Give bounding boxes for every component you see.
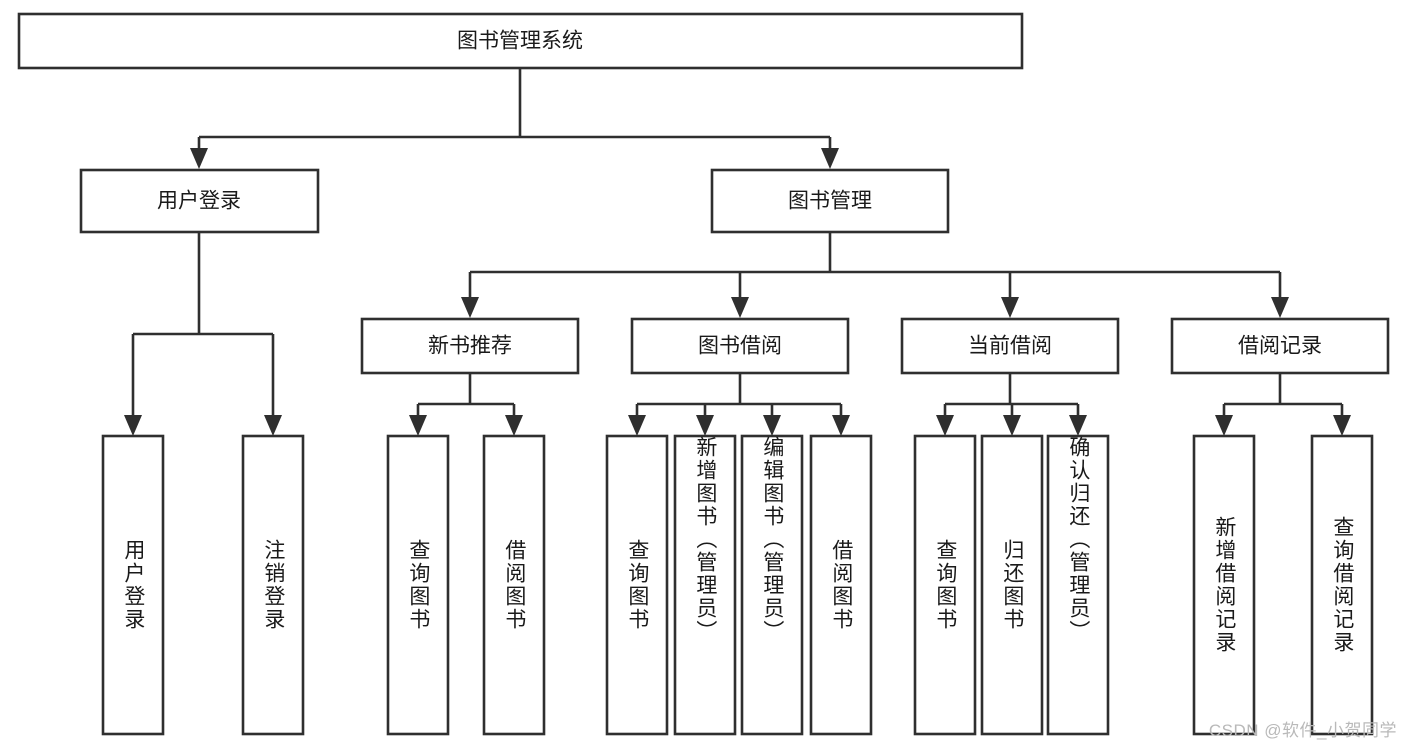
leaf-box-cb-return-book[interactable] <box>980 434 1044 736</box>
arrow-to-leaf-cb-2 <box>1003 415 1021 436</box>
connector-root-to-level2 <box>190 68 839 169</box>
arrow-to-borrow-record <box>1271 297 1289 318</box>
arrow-to-leaf-br-2 <box>1333 415 1351 436</box>
arrow-to-current-borrow <box>1001 297 1019 318</box>
book-borrow-label: 图书借阅 <box>698 335 782 358</box>
connector-book-borrow-to-leaves <box>628 373 850 436</box>
arrow-to-new-book <box>461 297 479 318</box>
leaf-box-bb-edit-book[interactable] <box>740 434 804 736</box>
leaf-box-bb-add-book[interactable] <box>673 434 737 736</box>
arrow-to-book-manage <box>821 148 839 169</box>
root-label: 图书管理系统 <box>457 30 583 53</box>
leaf-box-br-add-record[interactable] <box>1192 434 1256 736</box>
arrow-to-leaf-nb-1 <box>409 415 427 436</box>
arrow-to-leaf-logout <box>264 415 282 436</box>
arrow-to-leaf-br-1 <box>1215 415 1233 436</box>
borrow-record-label: 借阅记录 <box>1238 335 1322 358</box>
new-book-recommend-box[interactable] <box>360 317 580 375</box>
connector-borrow-record-to-leaves <box>1215 373 1351 436</box>
arrow-to-book-borrow <box>731 297 749 318</box>
arrow-to-leaf-cb-3 <box>1069 415 1087 436</box>
leaf-box-nb-borrow-book[interactable] <box>482 434 546 736</box>
arrow-to-leaf-bb-4 <box>832 415 850 436</box>
node-book-manage[interactable]: 图书管理 <box>710 168 950 234</box>
connector-book-manage-to-level3 <box>461 232 1289 318</box>
arrow-to-leaf-bb-3 <box>763 415 781 436</box>
connector-user-login-to-leaves <box>124 232 282 436</box>
leaf-box-cb-query-book[interactable] <box>913 434 977 736</box>
arrow-to-leaf-user-login <box>124 415 142 436</box>
user-login-box[interactable] <box>79 168 320 234</box>
arrow-to-leaf-bb-1 <box>628 415 646 436</box>
arrow-to-leaf-nb-2 <box>505 415 523 436</box>
node-user-login[interactable]: 用户登录 <box>79 168 320 234</box>
current-borrow-box[interactable] <box>900 317 1120 375</box>
node-current-borrow[interactable]: 当前借阅 <box>900 317 1120 375</box>
leaf-box-logout[interactable] <box>241 434 305 736</box>
arrow-to-user-login <box>190 148 208 169</box>
leaf-box-nb-query-book[interactable] <box>386 434 450 736</box>
leaf-box-user-login[interactable] <box>101 434 165 736</box>
root-box[interactable] <box>17 12 1024 70</box>
book-manage-label: 图书管理 <box>788 190 872 213</box>
leaf-box-cb-confirm-return[interactable] <box>1046 434 1110 736</box>
current-borrow-label: 当前借阅 <box>968 335 1052 358</box>
node-borrow-record[interactable]: 借阅记录 <box>1170 317 1390 375</box>
node-new-book-recommend[interactable]: 新书推荐 <box>360 317 580 375</box>
user-login-label: 用户登录 <box>157 190 241 213</box>
csdn-watermark: CSDN @软件_小贺同学 <box>1208 721 1397 740</box>
connector-current-borrow-to-leaves <box>936 373 1087 436</box>
arrow-to-leaf-cb-1 <box>936 415 954 436</box>
new-book-recommend-label: 新书推荐 <box>428 335 512 358</box>
arrow-to-leaf-bb-2 <box>696 415 714 436</box>
leaf-box-br-query-record[interactable] <box>1310 434 1374 736</box>
leaf-box-bb-borrow-book[interactable] <box>809 434 873 736</box>
leaf-box-bb-query-book[interactable] <box>605 434 669 736</box>
connector-new-book-to-leaves <box>409 373 523 436</box>
node-root[interactable]: 图书管理系统 <box>17 12 1024 70</box>
node-book-borrow[interactable]: 图书借阅 <box>630 317 850 375</box>
